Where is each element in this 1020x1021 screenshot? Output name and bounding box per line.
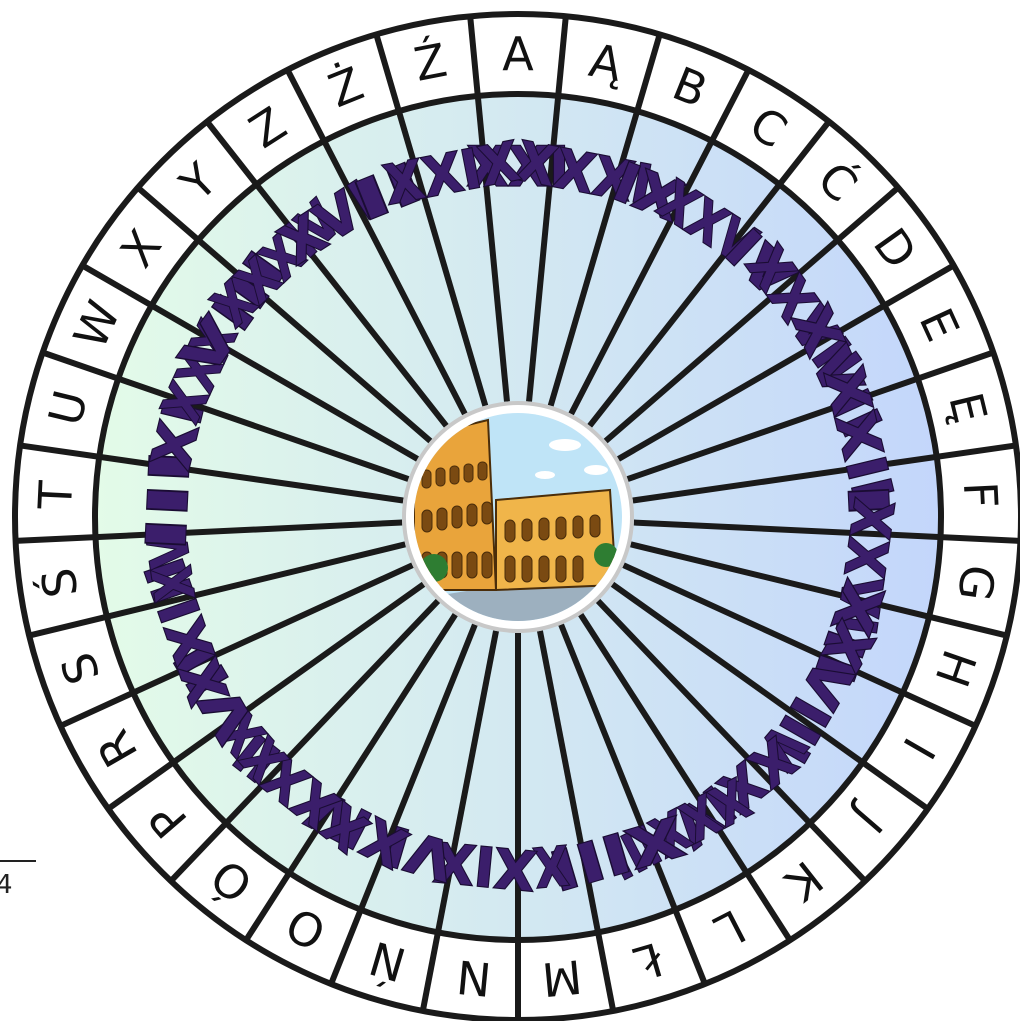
wheel-letter[interactable]: G [947, 561, 1006, 604]
wheel-letter[interactable]: F [953, 480, 1008, 509]
wheel-letter[interactable]: N [454, 949, 493, 1006]
wheel-letter[interactable]: A [502, 27, 534, 81]
wheel-letter[interactable]: M [540, 949, 585, 1007]
colosseum-image [404, 403, 632, 631]
wheel-letter[interactable]: T [28, 479, 83, 512]
